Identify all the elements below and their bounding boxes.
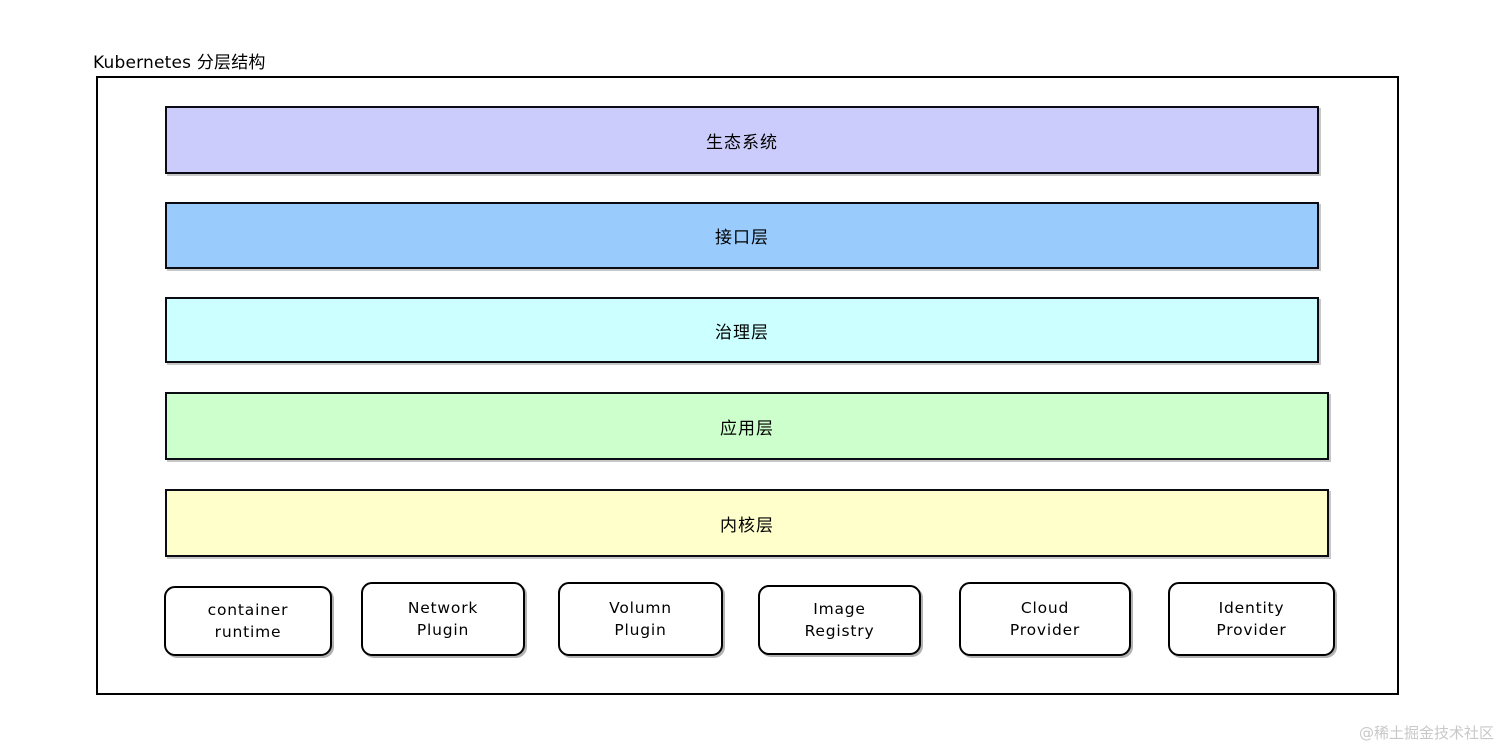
- plugin-label-line: Provider: [1216, 621, 1287, 639]
- plugin-label-line: Plugin: [614, 621, 667, 639]
- layer-label: 内核层: [720, 515, 774, 536]
- plugin-label-line: container: [207, 601, 289, 619]
- layer-bar[interactable]: 治理层: [165, 297, 1319, 363]
- plugin-label-line: Provider: [1009, 621, 1081, 639]
- layer-bar[interactable]: 接口层: [165, 202, 1319, 269]
- layer-bar[interactable]: 应用层: [165, 392, 1329, 460]
- plugin-label-line: runtime: [214, 623, 282, 641]
- plugin-label-line: Network: [407, 599, 479, 617]
- diagram-title: Kubernetes 分层结构: [93, 53, 266, 73]
- plugin-label-line: Registry: [804, 622, 875, 640]
- watermark: @稀土掘金技术社区: [1358, 724, 1494, 742]
- layer-label: 接口层: [715, 228, 769, 248]
- plugin-label-line: Plugin: [416, 621, 470, 639]
- plugin-label-line: Identity: [1218, 599, 1285, 617]
- layer-bar[interactable]: 内核层: [165, 489, 1329, 557]
- layer-bar[interactable]: 生态系统: [165, 106, 1319, 174]
- layer-label: 生态系统: [706, 132, 778, 153]
- layer-label: 应用层: [720, 418, 774, 439]
- plugin-label-line: Volumn: [609, 599, 672, 617]
- plugin-label-line: Cloud: [1020, 599, 1070, 617]
- layer-label: 治理层: [715, 322, 769, 343]
- plugin-box[interactable]: container runtime: [164, 586, 332, 656]
- plugin-label-line: Image: [813, 600, 866, 618]
